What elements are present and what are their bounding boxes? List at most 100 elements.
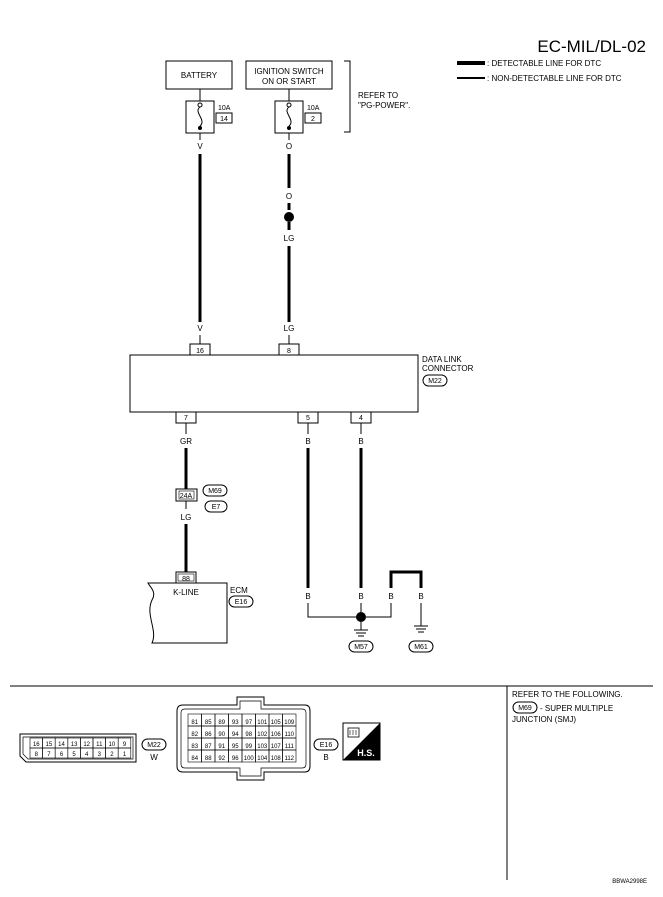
wire-b-right2-label: B: [418, 592, 423, 601]
ground-m57-label: M57: [354, 644, 368, 651]
ground-wiring: B B B B B B M57 M61: [305, 423, 434, 653]
legend: : DETECTABLE LINE FOR DTC : NON-DETECTAB…: [457, 59, 622, 83]
ignition-label-2: ON OR START: [262, 77, 316, 86]
refer-title: REFER TO THE FOLLOWING.: [512, 690, 623, 699]
dlc-connector-id: M22: [428, 378, 442, 385]
pin-number: 82: [191, 732, 198, 738]
refer-desc-1: - SUPER MULTIPLE: [540, 704, 613, 713]
pin-number: 91: [218, 744, 225, 750]
wire-v-top-label: V: [197, 142, 203, 151]
fuse-14-rating: 10A: [218, 105, 231, 112]
fuse-14-number: 14: [220, 116, 228, 123]
pin-number: 7: [47, 752, 51, 758]
pin-cell: [282, 749, 297, 763]
e16-color: B: [323, 753, 328, 762]
pin-number: 90: [218, 732, 225, 738]
pin-number: 95: [232, 744, 239, 750]
pin-number: 107: [271, 744, 282, 750]
pin-number: 111: [285, 744, 295, 750]
pin-number: 15: [46, 742, 53, 748]
m22-color: W: [150, 753, 158, 762]
pin-number: 85: [205, 720, 212, 726]
dlc-pin-7: 7: [184, 415, 188, 422]
pin-number: 109: [284, 720, 295, 726]
connector-icon: [347, 727, 360, 738]
dlc-pin-4: 4: [359, 415, 363, 422]
pin-number: 9: [123, 742, 127, 748]
dlc-name-1: DATA LINK: [422, 355, 462, 364]
wire-gr-lg: GR 24A M69 E7 LG: [175, 423, 228, 572]
ecm-k-line-label: K-LINE: [173, 588, 199, 597]
footer-code: BBWA2998E: [612, 879, 647, 885]
pin-number: 105: [271, 720, 282, 726]
refer-desc-2: JUNCTION (SMJ): [512, 715, 576, 724]
battery-block: BATTERY: [165, 60, 233, 101]
wire-o-top-label: O: [286, 142, 292, 151]
wire-lg-bottom-label: LG: [284, 324, 295, 333]
pin-number: 102: [257, 732, 268, 738]
ignition-switch-block: IGNITION SWITCH ON OR START: [245, 60, 333, 101]
fuse-14: 10A 14: [185, 100, 233, 134]
pin-number: 86: [205, 732, 212, 738]
pin-number: 12: [83, 742, 90, 748]
pin-number: 1: [123, 752, 127, 758]
pin-number: 11: [96, 742, 103, 748]
ground-splice-point: [356, 612, 366, 622]
pin-number: 99: [245, 744, 252, 750]
wire-o-lg: O O LG LG: [284, 133, 295, 344]
fuse-2: 10A 2: [274, 100, 322, 134]
ecm-pin-88: 88: [182, 576, 190, 583]
pin-number: 16: [33, 742, 40, 748]
ecm-name: ECM: [230, 586, 248, 595]
pin-number: 6: [60, 752, 64, 758]
refer-bracket: REFER TO "PG-POWER".: [344, 60, 410, 133]
ground-m61-label: M61: [414, 644, 428, 651]
pin-number: 4: [85, 752, 89, 758]
pin-number: 81: [191, 720, 198, 726]
dlc-pin-5: 5: [306, 415, 310, 422]
legend-non-detectable: : NON-DETECTABLE LINE FOR DTC: [487, 74, 622, 83]
wire-b5-label: B: [305, 437, 310, 446]
pin-number: 101: [257, 720, 268, 726]
m22-connector-id: M22: [147, 742, 161, 749]
ecm-block: 88 K-LINE ECM E16: [147, 571, 254, 644]
pin-number: 14: [58, 742, 65, 748]
fuse-2-rating: 10A: [307, 105, 320, 112]
pin-number: 3: [98, 752, 102, 758]
wire-v: V V: [197, 133, 203, 344]
pin-number: 83: [191, 744, 198, 750]
junction-terminal: 24A: [180, 493, 193, 500]
pin-number: 87: [205, 744, 212, 750]
pin-number: 13: [71, 742, 78, 748]
pin-number: 97: [245, 720, 252, 726]
pin-number: 108: [271, 756, 282, 762]
pin-number: 8: [35, 752, 39, 758]
diagram-title: EC-MIL/DL-02: [537, 37, 646, 56]
pin-number: 93: [232, 720, 239, 726]
pin-cell: [117, 747, 132, 759]
pin-number: 84: [191, 756, 198, 762]
wire-v-bottom-label: V: [197, 324, 203, 333]
pin-number: 94: [232, 732, 239, 738]
pin-number: 2: [110, 752, 114, 758]
e16-connector-id: E16: [320, 742, 333, 749]
refer-to-label: REFER TO: [358, 91, 398, 100]
ignition-label-1: IGNITION SWITCH: [254, 67, 324, 76]
pin-number: 110: [284, 732, 294, 738]
pin-number: 96: [232, 756, 239, 762]
pin-number: 5: [72, 752, 76, 758]
battery-label: BATTERY: [181, 71, 218, 80]
junction-conn-m69: M69: [208, 488, 222, 495]
wire-b-mid-label: B: [358, 592, 363, 601]
wire-o-mid-label: O: [286, 192, 292, 201]
dlc-pin-8: 8: [287, 348, 291, 355]
pin-number: 89: [218, 720, 225, 726]
refer-to-following: REFER TO THE FOLLOWING. M69 - SUPER MULT…: [512, 690, 623, 724]
refer-pg-power: "PG-POWER".: [358, 101, 410, 110]
data-link-connector: 16 8 7 5 4 DATA LINK CONNECTOR M22: [129, 343, 474, 424]
wire-lg-junction-label: LG: [181, 513, 192, 522]
pin-number: 88: [205, 756, 212, 762]
wire-b-left-label: B: [305, 592, 310, 601]
